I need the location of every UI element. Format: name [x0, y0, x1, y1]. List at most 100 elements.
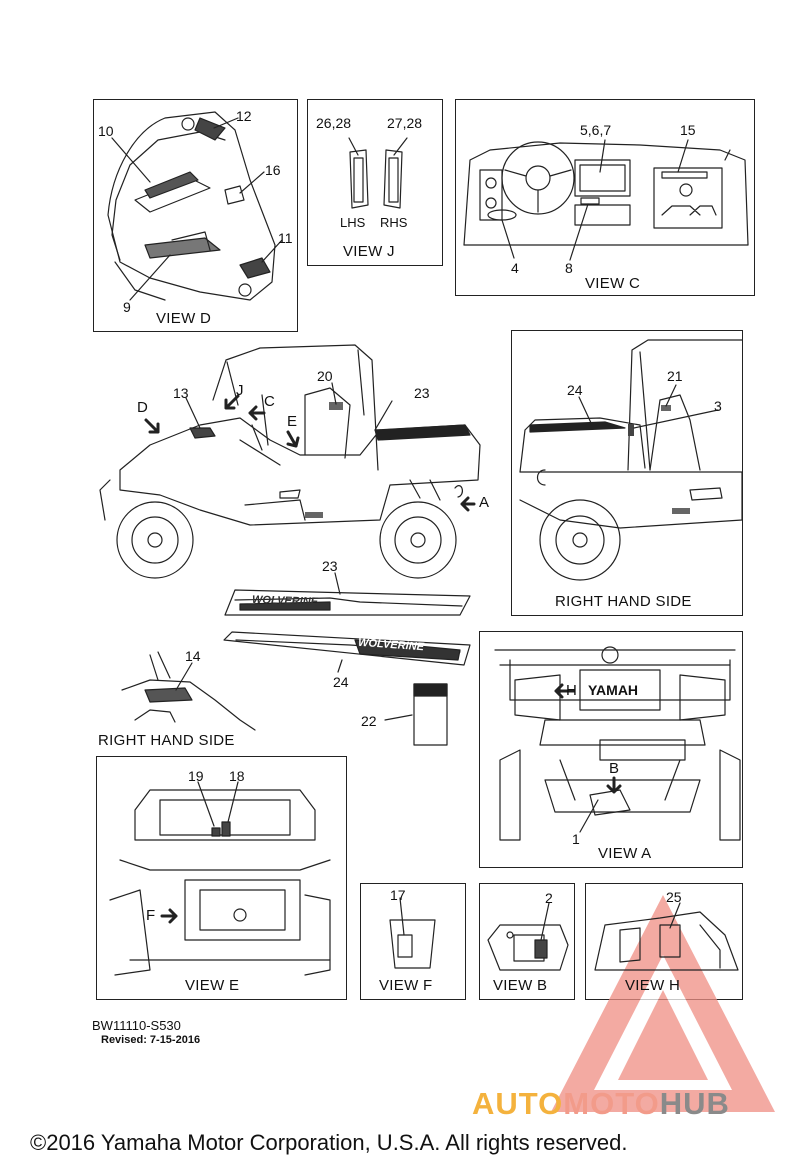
view-f-title: VIEW F: [379, 977, 433, 994]
vehicle-right-side-drawing: [519, 339, 743, 581]
arrow-f-icon: [160, 908, 178, 924]
leader-23-main: [374, 400, 393, 431]
watermark-part-2: MOTO: [563, 1086, 660, 1121]
callout-f-arrow: F: [146, 907, 156, 924]
arrow-c-icon: [248, 405, 266, 421]
watermark-logo: AUTOMOTOHUB: [472, 1086, 730, 1122]
decal-23-text: WOLVERINE: [251, 593, 319, 609]
callout-18: 18: [229, 768, 245, 784]
callout-j-arrow: J: [236, 382, 244, 399]
leader-22: [384, 714, 413, 721]
leader-14: [175, 662, 193, 691]
dashboard-drawing: [463, 141, 749, 246]
callout-b-arrow: B: [609, 760, 620, 777]
view-d-title: VIEW D: [156, 310, 212, 327]
callout-1: 1: [572, 831, 580, 847]
leader-24-decal: [337, 659, 343, 673]
inset-14-title: RIGHT HAND SIDE: [98, 732, 235, 749]
leader-9: [129, 254, 171, 301]
leader-20: [331, 382, 337, 405]
leader-27-28: [393, 137, 408, 156]
rear-view-drawing: [494, 646, 741, 841]
decal-23-drawing: [224, 589, 471, 616]
view-e-drawing: [109, 789, 331, 976]
leader-3: [633, 409, 719, 429]
leader-26-28: [348, 137, 359, 156]
vehicle-side-drawing: [99, 344, 481, 579]
callout-20: 20: [317, 368, 333, 384]
arrow-e-icon: [286, 430, 300, 448]
view-c-panel: [455, 99, 755, 296]
leader-11: [261, 239, 283, 263]
leader-19: [197, 781, 215, 827]
leader-18: [227, 781, 239, 823]
callout-16: 16: [265, 162, 281, 178]
arrow-a-icon: [460, 496, 476, 512]
view-h-drawing: [594, 911, 739, 971]
decal-24-drawing: [223, 631, 471, 666]
callout-3: 3: [714, 398, 722, 414]
view-f-panel: [360, 883, 466, 1000]
callout-21: 21: [667, 368, 683, 384]
view-a-title: VIEW A: [598, 845, 652, 862]
arrow-d-icon: [144, 418, 160, 434]
leader-25: [669, 902, 681, 929]
view-b-drawing: [487, 924, 569, 971]
callout-h-arrow: H: [566, 682, 577, 699]
callout-23-main: 23: [414, 385, 430, 401]
leader-4: [501, 219, 515, 259]
leader-17: [399, 897, 405, 936]
rhs-label: RHS: [380, 215, 408, 230]
front-hood-drawing: [107, 111, 276, 301]
copyright-notice: ©2016 Yamaha Motor Corporation, U.S.A. A…: [30, 1130, 628, 1155]
yamaha-badge: YAMAH: [588, 682, 639, 698]
watermark-triangle-icon: [551, 895, 775, 1112]
callout-d-arrow: D: [137, 399, 148, 416]
callout-22: 22: [361, 713, 377, 729]
leader-5-6-7: [599, 139, 606, 173]
callout-8: 8: [565, 260, 573, 276]
callout-9: 9: [123, 299, 131, 315]
view-j-title: VIEW J: [343, 243, 395, 260]
callout-2: 2: [545, 890, 553, 906]
arrow-h-icon: [554, 683, 576, 699]
leader-13: [185, 397, 201, 429]
callout-14: 14: [185, 648, 201, 664]
callout-a-arrow: A: [479, 494, 490, 511]
arrow-b-icon: [606, 776, 622, 794]
callout-12: 12: [236, 108, 252, 124]
revised-date: Revised: 7-15-2016: [101, 1034, 201, 1046]
leader-15: [677, 139, 689, 173]
view-j-labels-drawing: [349, 149, 403, 209]
callout-4: 4: [511, 260, 519, 276]
callout-e-arrow: E: [287, 413, 298, 430]
watermark-part-3: HUB: [659, 1086, 730, 1121]
leader-10: [111, 137, 151, 183]
callout-24-decal: 24: [333, 674, 349, 690]
callout-25: 25: [666, 889, 682, 905]
callout-24-rhs: 24: [567, 382, 583, 398]
leader-1: [579, 799, 599, 833]
leader-24-rhs: [578, 396, 593, 426]
arrow-j-icon: [224, 394, 240, 410]
diagram-code: BW11110-S530: [92, 1018, 181, 1033]
callout-27-28: 27,28: [387, 115, 423, 131]
callout-10: 10: [98, 123, 114, 139]
view-f-drawing: [389, 919, 436, 969]
leader-23-decal: [334, 572, 341, 595]
view-e-title: VIEW E: [185, 977, 240, 994]
right-hand-side-panel: [511, 330, 743, 616]
callout-26-28: 26,28: [316, 115, 352, 131]
leader-21: [665, 384, 677, 407]
view-c-title: VIEW C: [585, 275, 641, 292]
view-h-title: VIEW H: [625, 977, 681, 994]
view-j-panel: [307, 99, 443, 266]
right-hand-side-title: RIGHT HAND SIDE: [555, 593, 692, 610]
view-b-panel: [479, 883, 575, 1000]
lhs-label: LHS: [340, 215, 366, 230]
callout-17: 17: [390, 887, 406, 903]
callout-19: 19: [188, 768, 204, 784]
inset-14-drawing: [121, 651, 256, 731]
callout-23-decal: 23: [322, 558, 338, 574]
